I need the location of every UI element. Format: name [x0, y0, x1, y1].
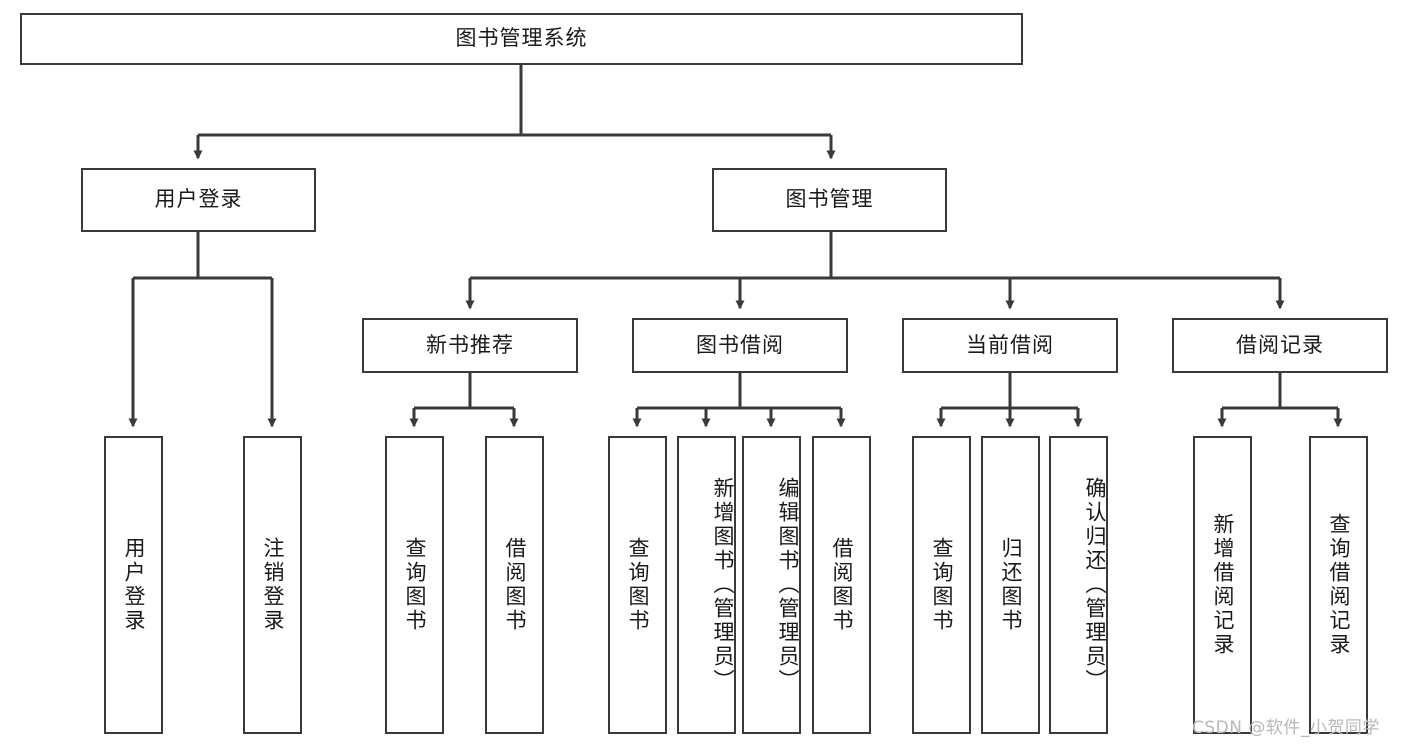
node-leaf-borrow-book-2-label: 借阅图书 — [830, 537, 855, 633]
node-leaf-borrow-book-2[interactable]: 借阅图书 — [812, 436, 871, 734]
node-current-borrow-label: 当前借阅 — [966, 332, 1054, 357]
node-leaf-user-login[interactable]: 用户登录 — [104, 436, 163, 734]
node-current-borrow[interactable]: 当前借阅 — [902, 318, 1118, 373]
node-book-management[interactable]: 图书管理 — [712, 168, 947, 232]
node-root-label: 图书管理系统 — [455, 26, 588, 51]
node-leaf-add-record-label: 新增借阅记录 — [1211, 513, 1236, 657]
node-book-management-label: 图书管理 — [785, 187, 874, 212]
node-leaf-query-book-1[interactable]: 查询图书 — [385, 436, 444, 734]
node-book-borrow-label: 图书借阅 — [696, 332, 784, 357]
node-leaf-query-record-label: 查询借阅记录 — [1327, 513, 1352, 657]
node-leaf-logout-login[interactable]: 注销登录 — [243, 436, 302, 734]
node-leaf-confirm-return[interactable]: 确认归还（管理员） — [1049, 436, 1108, 734]
node-leaf-query-record[interactable]: 查询借阅记录 — [1309, 436, 1368, 734]
node-leaf-edit-book-label: 编辑图书（管理员） — [776, 477, 800, 693]
node-leaf-add-book-label: 新增图书（管理员） — [711, 477, 735, 693]
node-user-login[interactable]: 用户登录 — [81, 168, 316, 232]
node-leaf-query-book-3[interactable]: 查询图书 — [912, 436, 971, 734]
node-borrow-record[interactable]: 借阅记录 — [1172, 318, 1388, 373]
node-user-login-label: 用户登录 — [154, 187, 243, 212]
node-leaf-add-book[interactable]: 新增图书（管理员） — [677, 436, 736, 734]
node-leaf-logout-login-label: 注销登录 — [261, 537, 286, 633]
node-leaf-query-book-2[interactable]: 查询图书 — [608, 436, 667, 734]
node-leaf-return-book-label: 归还图书 — [999, 537, 1024, 633]
node-leaf-query-book-3-label: 查询图书 — [930, 537, 955, 633]
node-root[interactable]: 图书管理系统 — [20, 13, 1023, 65]
node-book-borrow[interactable]: 图书借阅 — [632, 318, 848, 373]
node-borrow-record-label: 借阅记录 — [1236, 332, 1324, 357]
node-new-book-recommend[interactable]: 新书推荐 — [362, 318, 578, 373]
node-leaf-query-book-2-label: 查询图书 — [626, 537, 651, 633]
node-leaf-confirm-return-label: 确认归还（管理员） — [1083, 477, 1107, 693]
node-leaf-user-login-label: 用户登录 — [122, 537, 147, 633]
node-leaf-return-book[interactable]: 归还图书 — [981, 436, 1040, 734]
node-new-book-recommend-label: 新书推荐 — [426, 332, 514, 357]
node-leaf-borrow-book-1-label: 借阅图书 — [503, 537, 528, 633]
node-leaf-query-book-1-label: 查询图书 — [403, 537, 428, 633]
node-leaf-add-record[interactable]: 新增借阅记录 — [1193, 436, 1252, 734]
node-leaf-borrow-book-1[interactable]: 借阅图书 — [485, 436, 544, 734]
node-leaf-edit-book[interactable]: 编辑图书（管理员） — [742, 436, 801, 734]
